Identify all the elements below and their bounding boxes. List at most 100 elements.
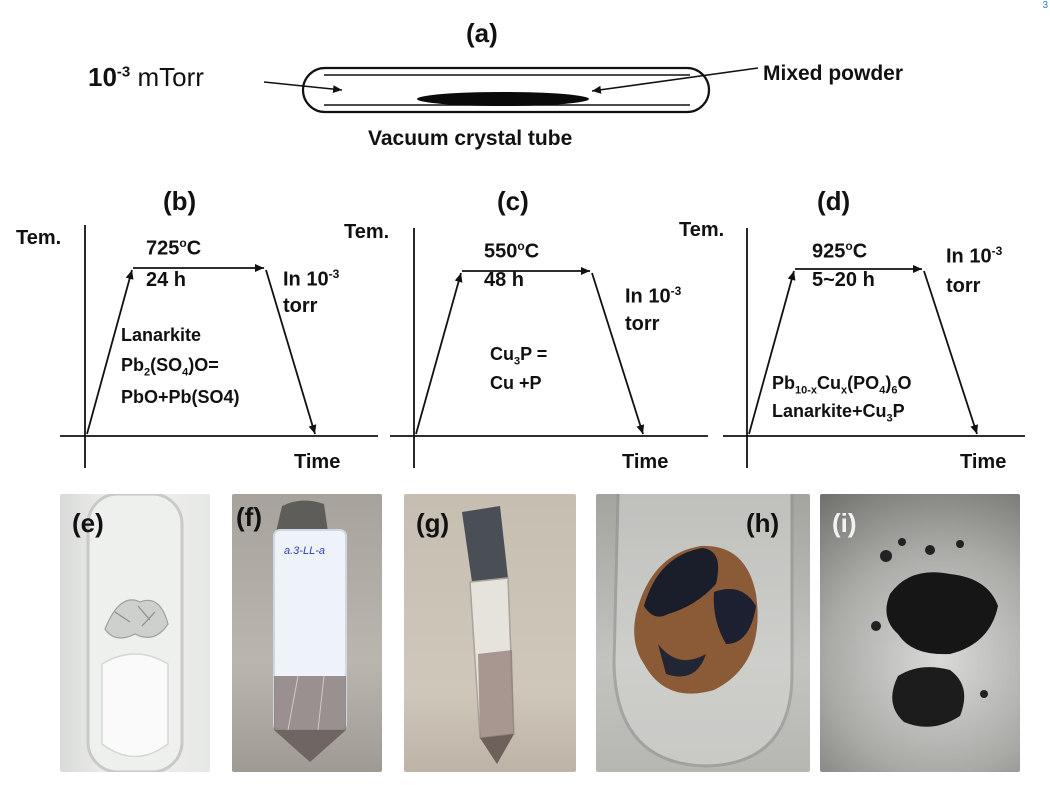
white-powder [101,653,169,758]
panel-c-vacuum-line2: torr [625,313,660,335]
tube-tip [274,730,346,762]
photo-h-label: (h) [746,508,780,538]
corner-mark: 3 [1042,0,1048,11]
panel-c-temperature: 550oC [484,240,539,262]
panel-c-vac-text: In 10 [625,285,671,308]
panel-b-note-line3: PbO+Pb(SO4) [121,387,240,407]
panel-b-note-line1: Lanarkite [121,325,202,345]
panel-b-degree: o [179,236,187,250]
photo-i-drawing [871,538,998,727]
panel-a-label: (a) [466,18,498,48]
panel-b-temp-unit: C [186,237,202,260]
mixed-powder-label: Mixed powder [763,62,904,85]
pressure-unit: mTorr [130,62,204,92]
tube-marking: a.3-LL-a [284,545,325,557]
photo-g: (g) [404,494,576,772]
tube-tip [480,734,514,764]
photo-h: (h) [596,494,810,772]
panel-b-vacuum-line2: torr [283,295,318,317]
powder-arrow [591,67,759,94]
crystal-cluster [104,599,169,639]
panel-d-temperature: 925oC [812,240,867,262]
pressure-exponent: -3 [116,63,131,81]
panel-c-temp-unit: C [524,240,540,263]
panel-d-duration: 5~20 h [812,269,875,291]
panel-b-vac-text: In 10 [283,268,329,291]
panel-b-sub2: 4 [182,366,189,379]
panel-b-pb: Pb [121,355,145,375]
panel-b-sub1: 2 [144,366,151,379]
panel-d-o: O [897,373,912,393]
panel-d-graph [723,228,1025,468]
photo-e-label: (e) [72,508,104,538]
panel-c-temp-value: 550 [484,240,518,263]
photo-f: a.3-LL-a (f) [232,494,382,772]
panel-d-po: (PO [847,373,880,393]
panel-c-y-label: Tem. [344,221,390,243]
panel-d-y-label: Tem. [679,219,725,241]
photo-g-drawing [462,506,515,764]
panel-b-duration: 24 h [146,269,187,291]
panel-c-p-eq: P = [520,344,548,364]
panel-c-vacuum-line1: In 10-3 [625,285,681,307]
panel-d-temp-value: 925 [812,240,846,263]
panel-b-heating-ramp [86,269,134,435]
panel-b-o-eq: )O= [188,355,219,375]
pressure-arrow [263,81,343,94]
panel-d-lanarkite: Lanarkite+Cu [772,401,887,421]
panel-d-vac-exp: -3 [991,244,1003,258]
powder-sample [417,92,589,106]
photo-h-drawing [612,494,794,768]
panel-d-note-line1: Pb10-xCux(PO4)6O [772,374,911,397]
panel-c-graph [390,228,708,468]
panel-d-paren: ) [885,373,892,393]
panel-b-vac-exp: -3 [328,267,340,281]
panel-d-sub4: 6 [891,384,898,397]
panel-c-note-line1: Cu3P = [490,345,547,368]
panel-c-duration: 48 h [484,269,525,291]
panel-d-vacuum-line1: In 10-3 [946,245,1002,267]
panel-b-note-line2: Pb2(SO4)O= [121,356,219,379]
tube-caption: Vacuum crystal tube [368,127,573,150]
panel-b-cooling-ramp [265,269,317,435]
panel-b-so: (SO [150,355,183,375]
pressure-value: 10 [88,62,117,92]
panel-c-heating-ramp [415,272,463,435]
panel-d-vacuum-line2: torr [946,275,981,297]
panel-d-heating-ramp [748,270,796,435]
panel-c-cu: Cu [490,344,514,364]
photo-e: (e) [60,494,210,772]
photo-f-label: (f) [236,502,262,532]
panel-d-temp-unit: C [852,240,868,263]
panel-d-degree: o [845,239,853,253]
panel-b-temp-value: 725 [146,237,180,260]
tube-seal [276,500,328,532]
panel-d-note-line2: Lanarkite+Cu3P [772,402,905,425]
powder-fragment [892,667,965,727]
panel-b-temperature: 725oC [146,237,201,259]
panel-c-label: (c) [497,186,529,216]
tube-seal [462,506,508,582]
panel-b-label: (b) [163,186,197,216]
panel-c-x-label: Time [622,451,669,473]
panel-c-vac-exp: -3 [670,284,682,298]
panel-d-cu: Cu [817,373,842,393]
powder-pile [886,572,998,655]
panel-c-cooling-ramp [591,272,645,435]
panel-c-sub: 3 [514,355,521,368]
panel-c-note-line2: Cu +P [490,373,542,393]
panel-d-cooling-ramp [923,270,979,435]
photo-g-label: (g) [416,508,450,538]
photo-i: (i) [820,494,1020,772]
panel-b-x-label: Time [294,451,341,473]
panel-d-sub3: 4 [879,384,886,397]
panel-d-sub5: 3 [886,412,893,425]
panel-d-sub1: 10-x [795,384,818,397]
panel-d-vac-text: In 10 [946,245,992,268]
panel-d-pb: Pb [772,373,796,393]
panel-b-vacuum-line1: In 10-3 [283,268,339,290]
panel-d-x-label: Time [960,451,1007,473]
pressure-label: 10-3 mTorr [88,64,204,90]
photo-f-drawing [273,500,347,762]
